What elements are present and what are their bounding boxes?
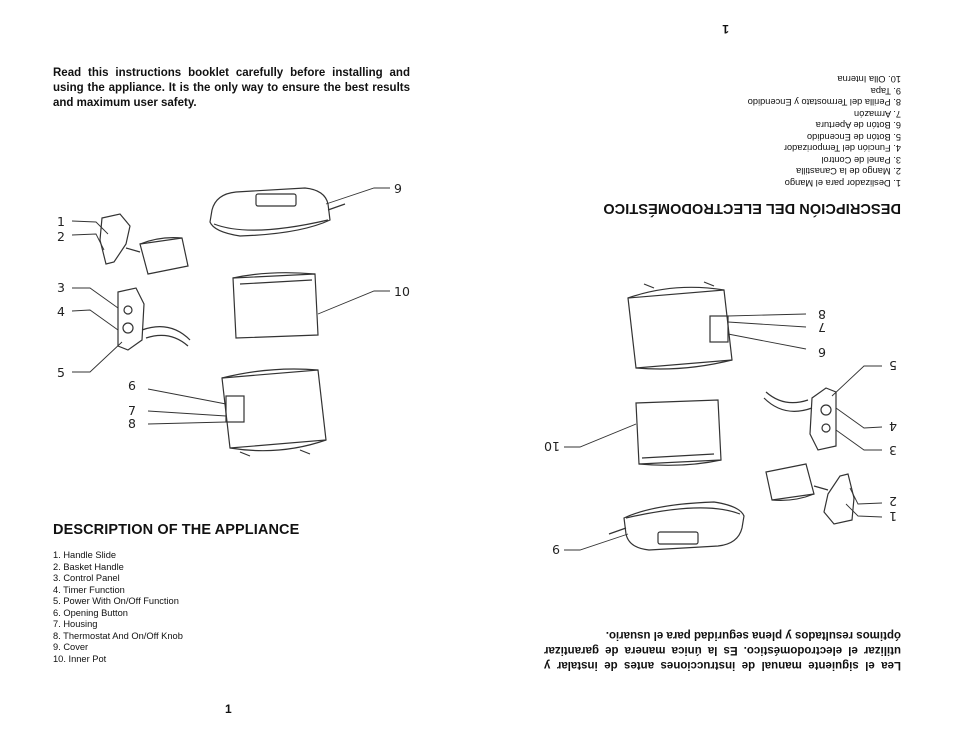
page-number: 1	[225, 702, 232, 716]
callout-label-2: 2	[57, 229, 65, 244]
callout-label-10: 10	[394, 284, 410, 299]
appliance-diagram: 1 2 3 4 5 6 7 8 9 10	[544, 281, 897, 557]
list-item: 3. Panel de Control	[821, 155, 901, 165]
list-item: 7. Housing	[53, 619, 98, 629]
intro-text: Read this instructions booklet carefully…	[53, 67, 410, 109]
control-panel-shape	[809, 387, 837, 451]
handle-slide-shape	[823, 473, 855, 525]
callout-label-8: 8	[818, 307, 826, 322]
spanish-page-rotated: Lea el siguiente manual de instrucciones…	[477, 0, 954, 738]
callout-label-3: 3	[889, 443, 897, 458]
callout-label-7: 7	[128, 403, 136, 418]
list-item: 10. Olla Interna	[837, 74, 901, 85]
cover-shape	[209, 187, 331, 237]
callout-label-4: 4	[57, 304, 65, 319]
callout-label-4: 4	[889, 419, 897, 434]
callout-label-1: 1	[57, 214, 65, 229]
list-item: 8. Thermostat And On/Off Knob	[53, 630, 183, 641]
cover-shape	[623, 501, 745, 551]
callout-label-10: 10	[544, 439, 560, 454]
parts-list: 1. Handle Slide 2. Basket Handle 3. Cont…	[53, 550, 183, 665]
basket-shape	[765, 463, 815, 501]
list-item: 9. Tapa	[870, 86, 901, 96]
appliance-diagram: 1 2 3 4 5 6 7 8 9 10	[57, 181, 410, 457]
inner-pot-shape	[232, 273, 319, 339]
callout-label-5: 5	[57, 365, 65, 380]
callout-label-2: 2	[889, 494, 897, 509]
parts-list: 1. Deslizador para el Mango 2. Mango de …	[747, 73, 901, 189]
list-item: 9. Cover	[53, 642, 89, 652]
callout-label-3: 3	[57, 280, 65, 295]
list-item: 5. Power With On/Off Function	[53, 596, 179, 606]
intro-text: Lea el siguiente manual de instrucciones…	[544, 629, 901, 671]
list-item: 10. Inner Pot	[53, 653, 107, 664]
list-item: 6. Botón de Apertura	[815, 120, 901, 131]
section-heading: DESCRIPCIÓN DEL ELECTRODOMÉSTICO	[603, 200, 901, 216]
list-item: 7. Armazón	[853, 109, 901, 119]
callout-label-9: 9	[552, 542, 560, 557]
callout-label-8: 8	[128, 416, 136, 431]
handle-slide-shape	[99, 213, 131, 265]
list-item: 8. Perilla del Termostato y Encendido	[747, 97, 901, 108]
page-number: 1	[722, 22, 729, 36]
callout-label-6: 6	[128, 378, 136, 393]
housing-shape	[627, 289, 733, 369]
list-item: 3. Control Panel	[53, 573, 120, 583]
english-page: Read this instructions booklet carefully…	[53, 67, 410, 716]
callout-label-6: 6	[818, 345, 826, 360]
list-item: 4. Timer Function	[53, 584, 125, 595]
list-item: 1. Handle Slide	[53, 550, 117, 560]
inner-pot-shape	[635, 399, 722, 465]
section-heading: DESCRIPTION OF THE APPLIANCE	[53, 522, 300, 538]
basket-shape	[139, 237, 189, 275]
callout-label-9: 9	[394, 181, 402, 196]
control-panel-shape	[117, 287, 145, 351]
callout-label-1: 1	[889, 509, 897, 524]
list-item: 1. Deslizador para el Mango	[784, 178, 901, 188]
list-item: 6. Opening Button	[53, 607, 128, 618]
list-item: 5. Botón de Encendido	[806, 132, 901, 142]
list-item: 4. Función del Temporizador	[783, 143, 901, 154]
callout-label-7: 7	[818, 320, 826, 335]
housing-shape	[221, 369, 327, 449]
callout-label-5: 5	[889, 358, 897, 373]
list-item: 2. Basket Handle	[53, 561, 124, 572]
list-item: 2. Mango de la Canastilla	[796, 166, 901, 177]
